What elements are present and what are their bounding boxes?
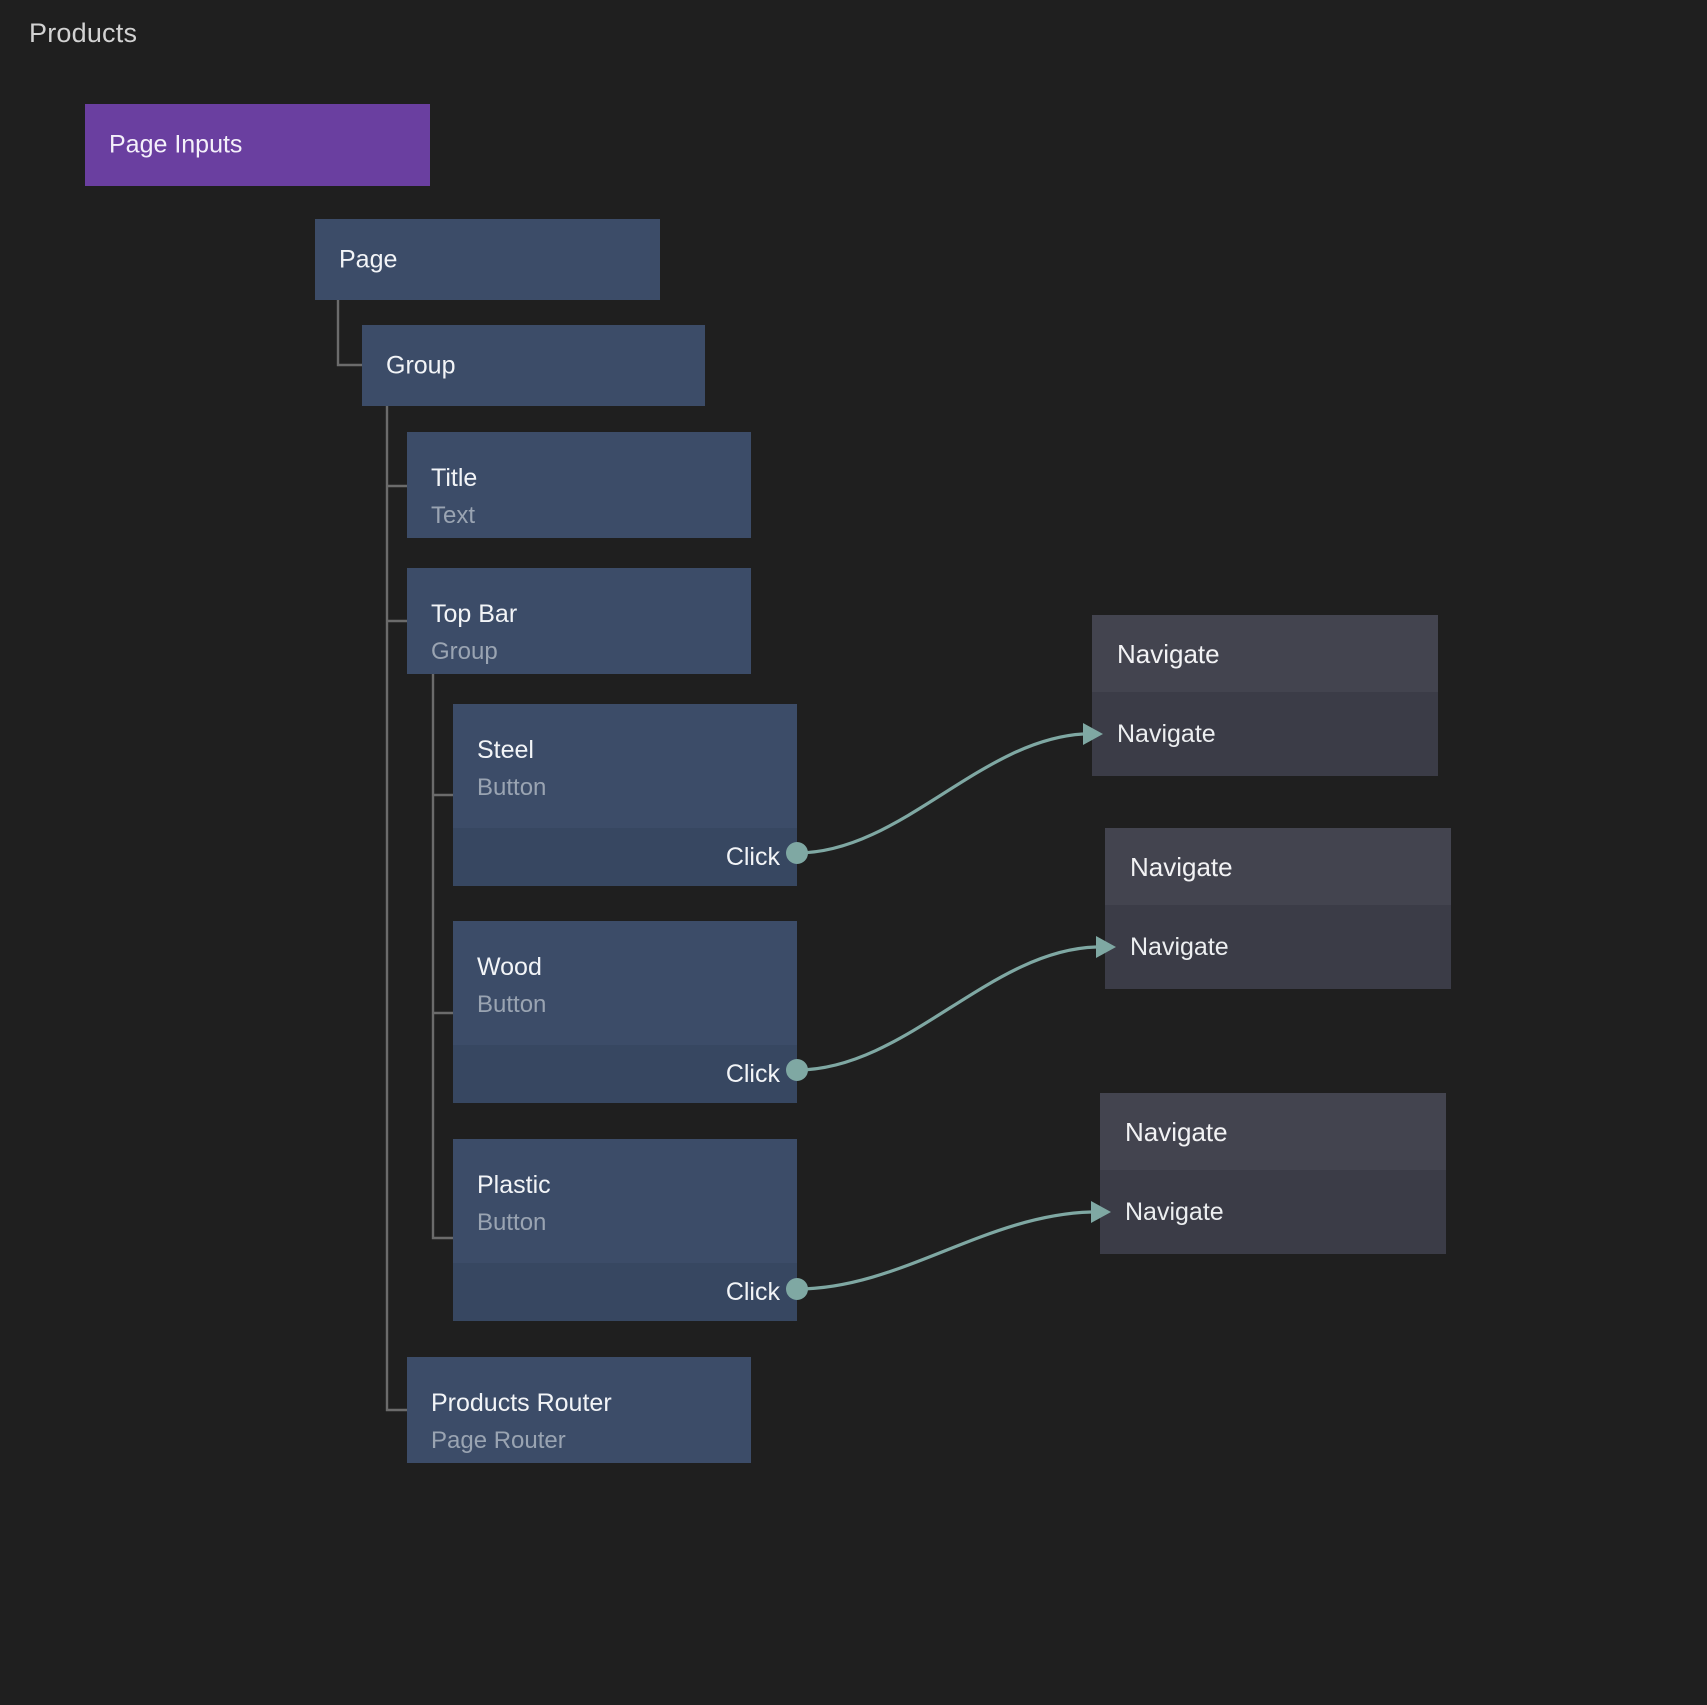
action-card-navigate-3-row[interactable]: Navigate <box>1100 1170 1446 1254</box>
node-group-title: Group <box>386 351 456 379</box>
node-button-wood-title: Wood <box>477 953 542 981</box>
node-title-text-subtitle: Text <box>431 502 476 529</box>
action-card-navigate-1-header: Navigate <box>1092 615 1438 692</box>
tree-line-group-trunk <box>385 406 407 1412</box>
node-title-text-title: Title <box>431 464 478 492</box>
node-title-text[interactable]: Title Text <box>407 432 751 538</box>
node-button-plastic-subtitle: Button <box>477 1209 547 1236</box>
node-button-wood-subtitle: Button <box>477 991 547 1018</box>
node-button-plastic[interactable]: Plastic Button Click <box>453 1139 797 1321</box>
action-card-navigate-3-header-label: Navigate <box>1125 1116 1228 1147</box>
action-card-navigate-3-header: Navigate <box>1100 1093 1446 1170</box>
event-row-steel-click[interactable]: Click <box>453 828 797 886</box>
action-card-navigate-3[interactable]: Navigate Navigate <box>1100 1093 1446 1254</box>
node-page-inputs-title: Page Inputs <box>109 130 243 159</box>
node-products-router[interactable]: Products Router Page Router <box>407 1357 751 1463</box>
wire-wood-to-navigate-2 <box>796 945 1097 1072</box>
event-row-wood-click[interactable]: Click <box>453 1045 797 1103</box>
node-products-router-title: Products Router <box>431 1389 612 1417</box>
action-card-navigate-1-row[interactable]: Navigate <box>1092 692 1438 776</box>
node-page[interactable]: Page <box>315 219 660 300</box>
tree-line-page-group <box>336 300 362 367</box>
action-card-navigate-1-header-label: Navigate <box>1117 638 1220 669</box>
node-top-bar[interactable]: Top Bar Group <box>407 568 751 674</box>
node-top-bar-subtitle: Group <box>431 638 498 665</box>
node-button-wood[interactable]: Wood Button Click <box>453 921 797 1103</box>
wire-plastic-to-navigate-3 <box>796 1210 1092 1291</box>
node-products-router-subtitle: Page Router <box>431 1427 566 1454</box>
wire-steel-to-navigate-1 <box>796 732 1084 855</box>
node-button-steel-subtitle: Button <box>477 774 547 801</box>
page-title: Products <box>29 18 138 48</box>
action-card-navigate-2-row[interactable]: Navigate <box>1105 905 1451 989</box>
action-card-navigate-1[interactable]: Navigate Navigate <box>1092 615 1438 776</box>
action-card-navigate-2-row-label: Navigate <box>1130 932 1229 961</box>
event-label-plastic-click: Click <box>725 1277 780 1306</box>
node-page-title: Page <box>339 245 398 273</box>
node-group[interactable]: Group <box>362 325 705 406</box>
action-card-navigate-2-header-label: Navigate <box>1130 851 1233 882</box>
action-card-navigate-2-header: Navigate <box>1105 828 1451 905</box>
action-card-navigate-3-row-label: Navigate <box>1125 1197 1224 1226</box>
event-label-steel-click: Click <box>725 842 780 871</box>
event-label-wood-click: Click <box>725 1059 780 1088</box>
tree-line-topbar-trunk <box>431 663 453 1240</box>
node-page-inputs[interactable]: Page Inputs <box>85 104 430 186</box>
action-card-navigate-2[interactable]: Navigate Navigate <box>1105 828 1451 989</box>
node-top-bar-title: Top Bar <box>431 600 518 628</box>
node-button-steel[interactable]: Steel Button Click <box>453 704 797 886</box>
node-button-plastic-title: Plastic <box>477 1171 551 1199</box>
node-button-steel-title: Steel <box>477 736 534 764</box>
action-card-navigate-1-row-label: Navigate <box>1117 719 1216 748</box>
event-row-plastic-click[interactable]: Click <box>453 1263 797 1321</box>
